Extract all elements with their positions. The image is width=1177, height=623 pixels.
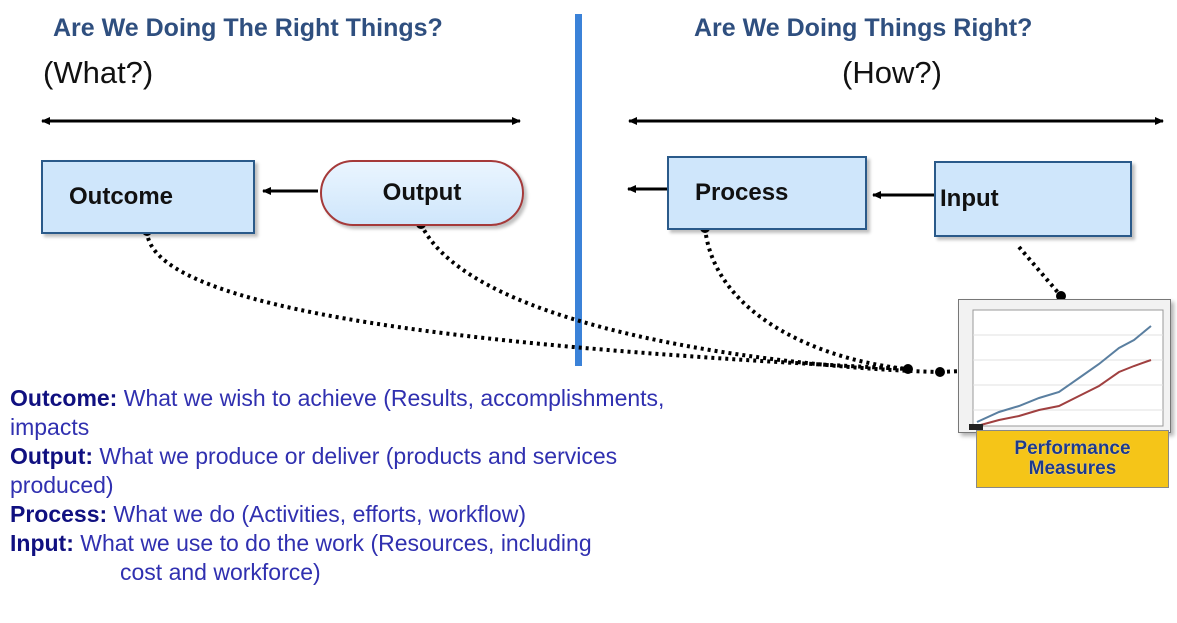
process-label: Process <box>695 179 789 206</box>
performance-measures-label: Performance Measures <box>976 430 1169 488</box>
performance-mini-chart <box>969 309 1164 430</box>
input-box: Input <box>934 161 1132 237</box>
junction-dot-1 <box>903 364 913 374</box>
output-measure-link <box>419 223 941 374</box>
definition-outcome-cont: impacts <box>10 414 90 440</box>
definition-term: Process: <box>10 501 108 527</box>
trend-line-blue <box>976 325 1152 423</box>
definition-term: Input: <box>10 530 74 556</box>
junction-dot-2 <box>935 367 945 377</box>
performance-chart-card <box>958 299 1171 433</box>
process-box: Process <box>667 156 867 230</box>
section-divider <box>575 14 582 366</box>
definition-process: Process: What we do (Activities, efforts… <box>10 500 664 529</box>
output-pill: Output <box>320 160 524 226</box>
definition-term: Output: <box>10 443 94 469</box>
outcome-measure-link <box>145 230 909 371</box>
right-question: Are We Doing Things Right? <box>694 14 1033 42</box>
process-measure-link <box>703 227 909 371</box>
input-dot <box>1056 291 1066 301</box>
pm-label-line2: Measures <box>1028 458 1117 479</box>
definition-output: Output: What we produce or deliver (prod… <box>10 442 664 471</box>
outcome-box: Outcome <box>41 160 255 234</box>
definition-outcome: Outcome: What we wish to achieve (Result… <box>10 384 664 413</box>
input-label: Input <box>940 185 999 212</box>
definition-term: Outcome: <box>10 385 118 411</box>
outcome-label: Outcome <box>69 183 174 210</box>
definition-text: What we do (Activities, efforts, workflo… <box>107 501 526 527</box>
definition-output-cont: produced) <box>10 472 114 498</box>
definition-input-cont: cost and workforce) <box>120 559 321 585</box>
left-question: Are We Doing The Right Things? <box>53 14 443 42</box>
definition-text: What we use to do the work (Resources, i… <box>73 530 592 556</box>
definition-input: Input: What we use to do the work (Resou… <box>10 529 664 558</box>
trend-line-red <box>976 359 1152 427</box>
definition-text: What we wish to achieve (Results, accomp… <box>117 385 665 411</box>
pm-label-line1: Performance <box>1014 438 1131 459</box>
definitions-list: Outcome: What we wish to achieve (Result… <box>10 384 664 587</box>
output-label: Output <box>382 179 462 206</box>
left-subheading: (What?) <box>43 55 154 90</box>
definition-text: What we produce or deliver (products and… <box>93 443 618 469</box>
input-measure-link <box>1017 245 1063 298</box>
right-subheading: (How?) <box>842 55 942 90</box>
